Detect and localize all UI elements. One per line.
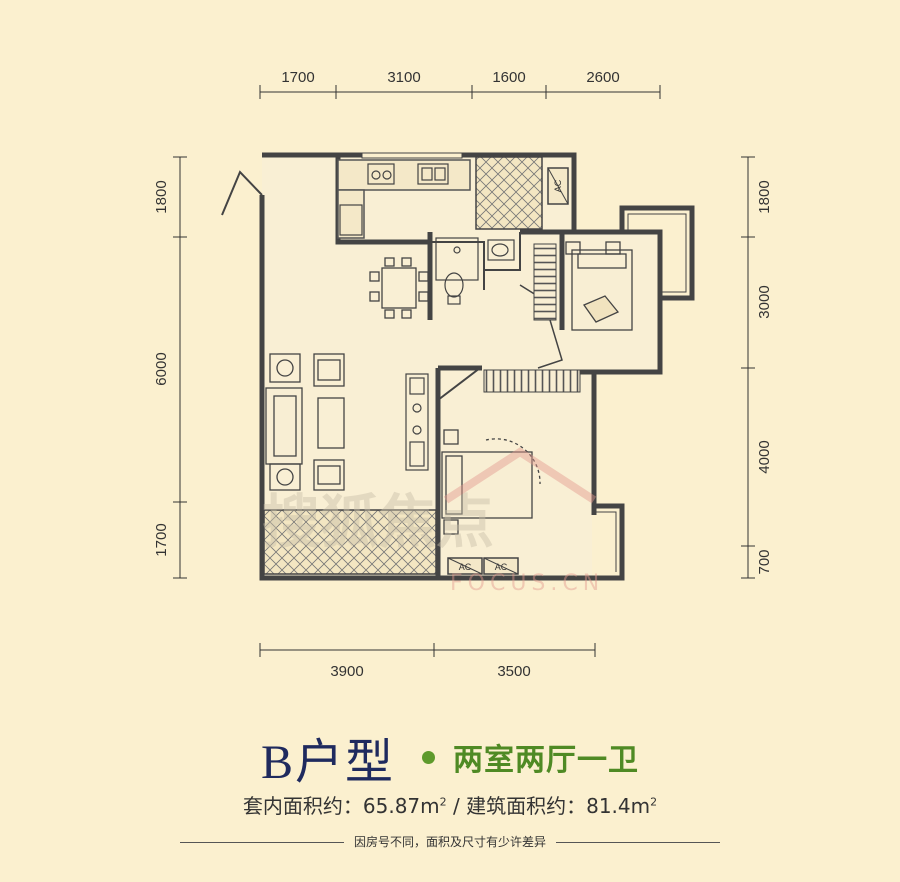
ac-label-3: AC: [495, 562, 508, 572]
disclaimer-text: 因房号不同，面积及尺寸有少许差异: [343, 835, 556, 849]
watermark-house-icon: [443, 447, 597, 504]
kitchen-counter-side: [337, 189, 365, 239]
dim-right-3: 4000: [756, 440, 773, 473]
dimension-lines: [173, 85, 755, 657]
bullet-dot-icon: [421, 750, 435, 764]
washbasin-icon: [491, 243, 509, 257]
dim-top-2: 3100: [387, 69, 420, 86]
dim-bottom-1: 3900: [330, 663, 363, 680]
bedroom1-closet: [533, 243, 557, 321]
bedroom2-bed: [441, 429, 541, 535]
gross-area-label: 建筑面积约：: [466, 794, 587, 818]
tv-cabinet: [405, 373, 429, 471]
area-separator: /: [446, 794, 467, 818]
kitchen-window: [361, 152, 463, 159]
entry-door: [221, 170, 263, 216]
living-balcony: [263, 509, 437, 575]
bathroom-fixtures: [435, 237, 515, 305]
inner-area-label: 套内面积约：: [242, 794, 363, 818]
ac-unit-3: AC: [483, 557, 519, 575]
dim-right-1: 1800: [756, 180, 773, 213]
ac-label-1: AC: [553, 179, 563, 192]
inner-area-value: 65.87m: [362, 794, 440, 818]
living-armchairs: [313, 353, 345, 491]
ac-unit-1: AC: [547, 167, 569, 205]
ac-label-2: AC: [459, 562, 472, 572]
unit-type-title: B户型: [261, 736, 396, 789]
area-info: 套内面积约：65.87m2 / 建筑面积约：81.4m2: [0, 790, 900, 819]
inner-walls: [430, 232, 521, 401]
watermark-brand: 搜狐焦点: [262, 488, 494, 556]
watermark-domain: FOCUS.CN: [450, 571, 604, 596]
dim-right-2: 3000: [756, 285, 773, 318]
kitchen-balcony: [475, 156, 543, 230]
sink-icon: [417, 163, 449, 185]
inner-area-unit-sup: 2: [439, 795, 447, 809]
gross-area-value: 81.4m: [586, 794, 651, 818]
dim-left-1: 1800: [153, 180, 170, 213]
gross-area-unit-sup: 2: [650, 795, 658, 809]
ac-unit-2: AC: [447, 557, 483, 575]
kitchen-counter: [337, 159, 471, 191]
stove-icon: [367, 163, 395, 185]
bedroom2-closet: [483, 369, 581, 393]
living-sofa: [265, 353, 303, 491]
disclaimer-note: 因房号不同，面积及尺寸有少许差异: [0, 833, 900, 851]
dining-table: [369, 257, 429, 319]
bedroom1-bed: [565, 241, 633, 331]
floor-plan: 1700 3100 1600 2600 3900 3500 1800 6000 …: [153, 69, 773, 680]
dim-bottom-2: 3500: [497, 663, 530, 680]
dim-top-3: 1600: [492, 69, 525, 86]
dim-right-4: 700: [756, 549, 773, 574]
dim-top-1: 1700: [281, 69, 314, 86]
dim-left-2: 6000: [153, 352, 170, 385]
walls: [259, 152, 663, 581]
fridge-icon: [339, 204, 363, 236]
dim-top-4: 2600: [586, 69, 619, 86]
watermark: 搜狐焦点 FOCUS.CN: [262, 447, 604, 596]
layout-description: 两室两厅一卫: [452, 743, 639, 778]
title-block: B户型 两室两厅一卫: [0, 722, 900, 792]
toilet-icon: [444, 272, 464, 298]
bathroom-door: [519, 284, 563, 369]
bedroom1-bay-window: [619, 205, 695, 301]
dim-left-3: 1700: [153, 523, 170, 556]
bedroom2-bay-window: [590, 503, 625, 581]
